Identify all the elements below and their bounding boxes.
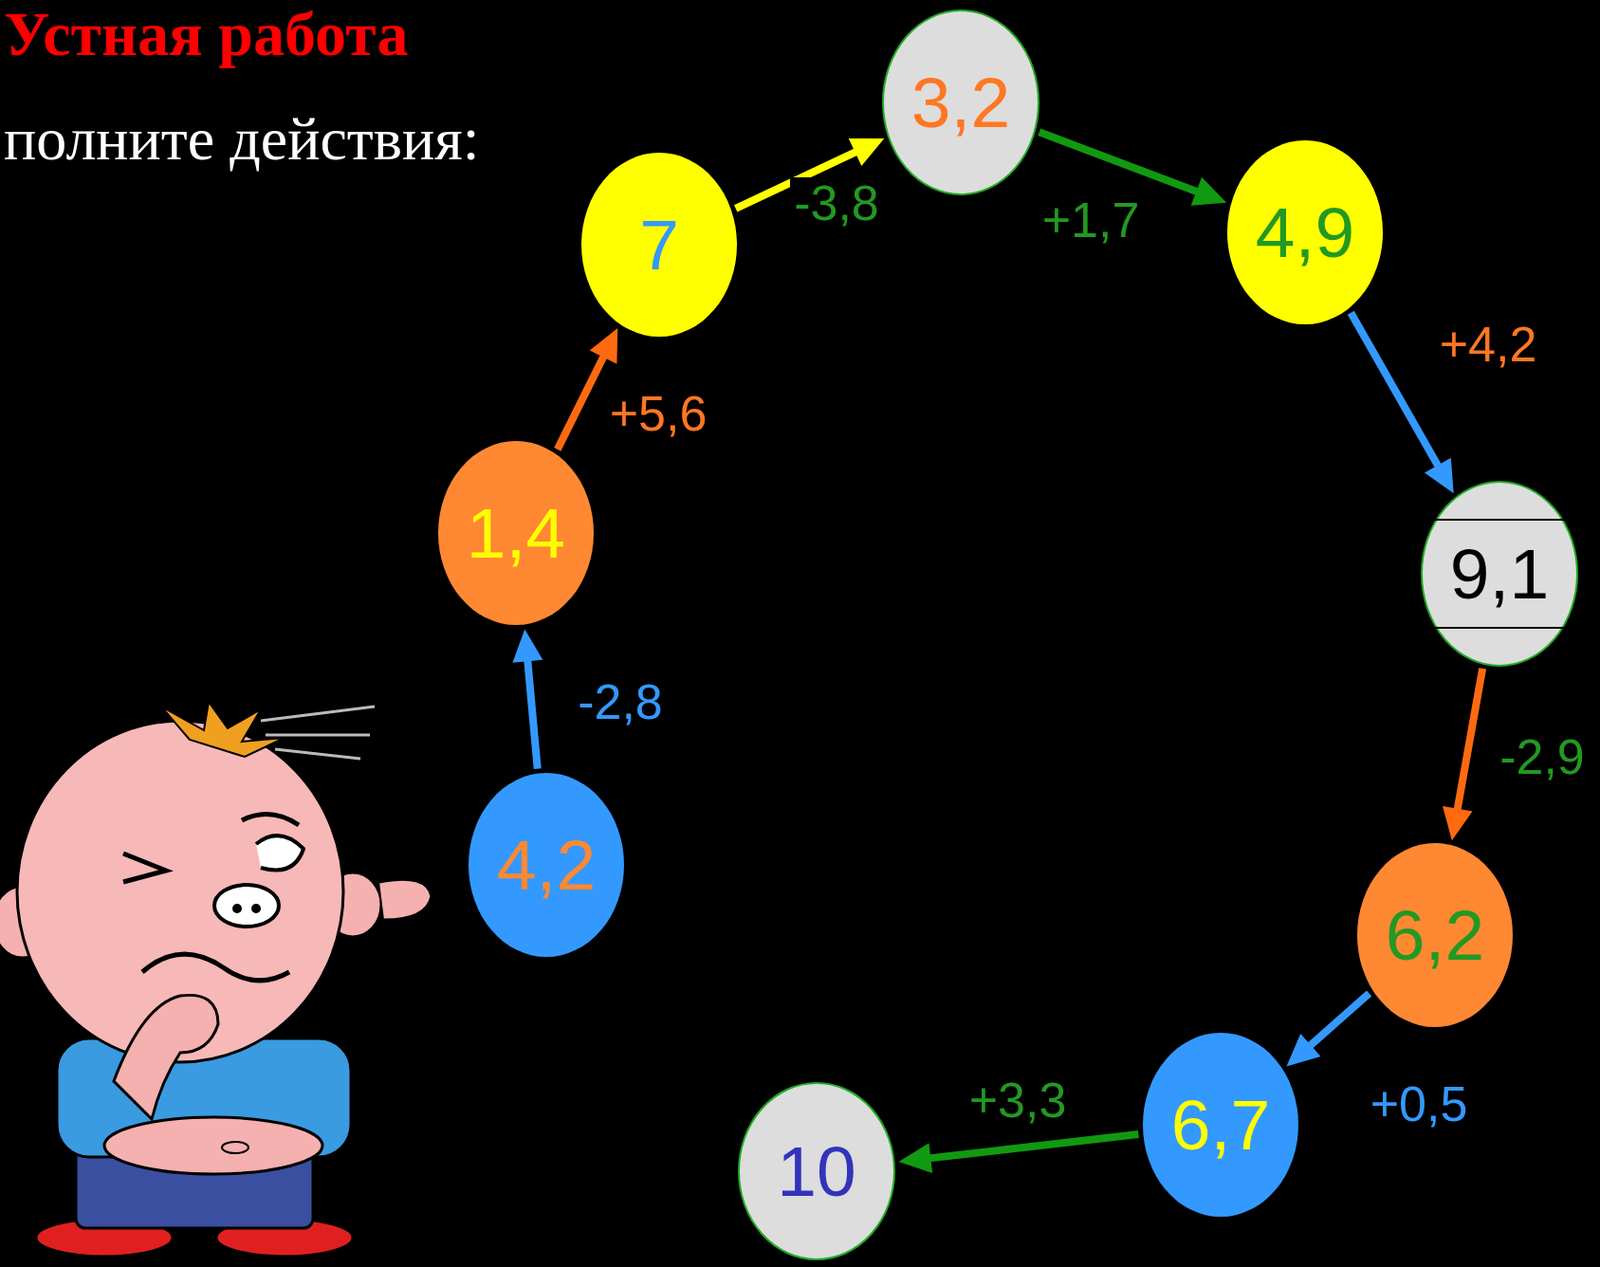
operation-label: +1,7 bbox=[1038, 194, 1144, 247]
circle-number: 6,7 bbox=[1171, 1089, 1270, 1161]
arrow-line bbox=[1456, 668, 1483, 813]
rule-line bbox=[1430, 626, 1568, 629]
circle-number: 3,2 bbox=[911, 67, 1011, 139]
number-circle: 6,2 bbox=[1355, 841, 1515, 1030]
number-circle: 10 bbox=[736, 1081, 897, 1262]
arrow-connector bbox=[1442, 668, 1483, 841]
arrow-line bbox=[926, 1134, 1139, 1159]
operation-label: -2,9 bbox=[1495, 731, 1589, 784]
number-circle: 1,4 bbox=[436, 439, 596, 627]
arrow-head bbox=[1424, 458, 1454, 494]
arrow-head bbox=[1191, 177, 1227, 206]
instruction-text: полните действия: bbox=[3, 106, 480, 173]
circle-number: 6,2 bbox=[1385, 900, 1485, 972]
circle-fill bbox=[581, 152, 737, 337]
circle-number: 9,1 bbox=[1450, 538, 1549, 610]
arrow-head bbox=[512, 628, 543, 663]
slide-title: Устная работа bbox=[3, 0, 408, 71]
arrow-connector bbox=[1286, 993, 1369, 1067]
arrow-head bbox=[1442, 806, 1473, 841]
operation-label: -2,8 bbox=[573, 676, 667, 729]
arrow-line bbox=[1039, 131, 1200, 193]
circle-fill bbox=[438, 441, 594, 626]
circle-fill bbox=[1421, 481, 1578, 666]
number-circle: 4,9 bbox=[1225, 138, 1385, 327]
circle-number: 7 bbox=[639, 209, 680, 281]
arrow-line bbox=[1307, 993, 1370, 1048]
thinking-boy-illustration bbox=[0, 701, 494, 1267]
arrow-head bbox=[589, 328, 618, 365]
arrow-connector bbox=[512, 628, 543, 769]
circle-fill bbox=[1142, 1032, 1299, 1217]
number-circle: 6,7 bbox=[1140, 1030, 1301, 1219]
arrow-head bbox=[848, 138, 885, 166]
circle-fill bbox=[1357, 843, 1513, 1028]
operation-label: +5,6 bbox=[606, 387, 712, 441]
circle-number: 1,4 bbox=[466, 497, 566, 570]
circle-number: 4,2 bbox=[496, 829, 596, 902]
arrow-line bbox=[527, 657, 538, 769]
number-circle: 4,2 bbox=[466, 771, 626, 959]
operation-label: +3,3 bbox=[965, 1074, 1071, 1127]
rule-line bbox=[1430, 518, 1568, 521]
arrow-head bbox=[1286, 1033, 1321, 1067]
circle-number: 10 bbox=[776, 1136, 856, 1208]
circle-number: 4,9 bbox=[1255, 197, 1355, 269]
number-circle: 7 bbox=[579, 150, 739, 339]
arrow-line bbox=[557, 353, 606, 450]
number-circle: 9,1 bbox=[1419, 479, 1580, 668]
arrow-connector bbox=[899, 1134, 1140, 1174]
operation-label: -3,8 bbox=[790, 177, 883, 230]
arrow-head bbox=[899, 1142, 934, 1174]
operation-label: +0,5 bbox=[1366, 1078, 1472, 1131]
arrow-line bbox=[1350, 312, 1440, 469]
number-circle: 3,2 bbox=[881, 8, 1041, 197]
circle-fill bbox=[1227, 140, 1383, 325]
circle-fill bbox=[882, 10, 1039, 195]
operation-label: +4,2 bbox=[1435, 318, 1542, 371]
circle-fill bbox=[468, 772, 625, 957]
circle-fill bbox=[738, 1083, 895, 1260]
